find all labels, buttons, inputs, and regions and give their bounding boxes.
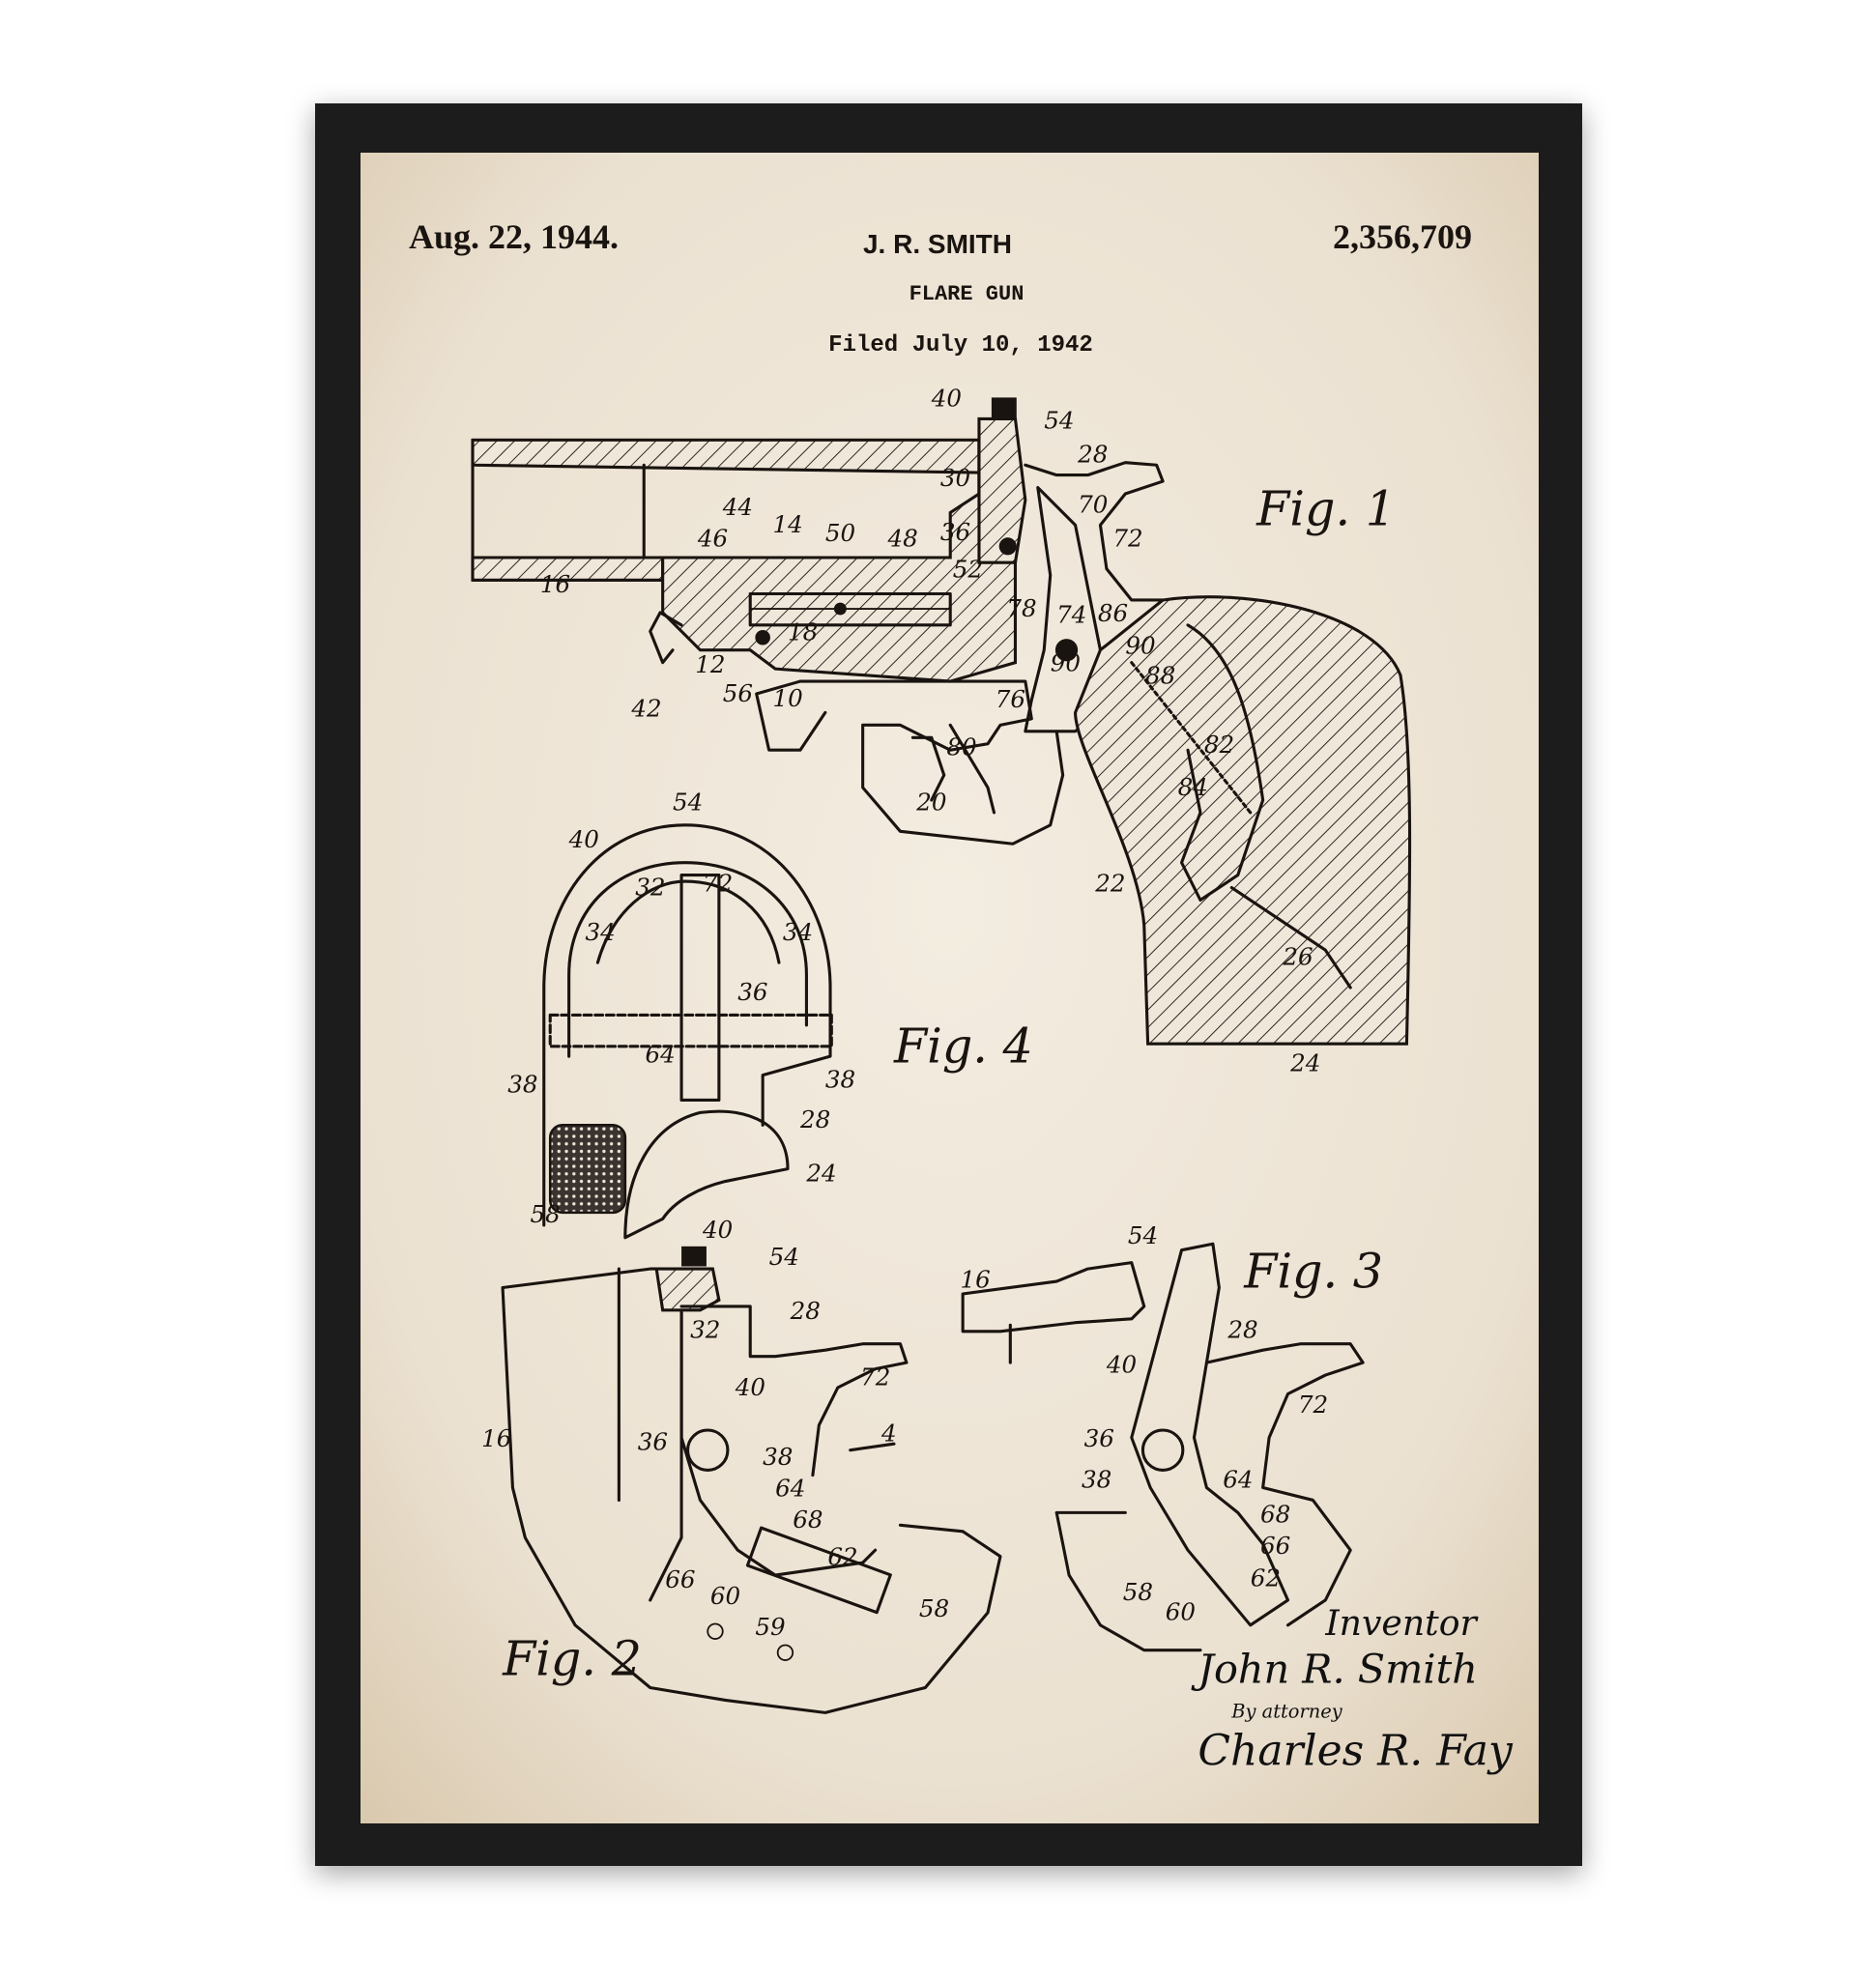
- fig1-reference-numeral: 14: [773, 510, 803, 538]
- fig2-reference-numeral: 36: [638, 1428, 668, 1456]
- fig1-reference-numeral: 54: [1044, 407, 1074, 435]
- patent-title: FLARE GUN: [909, 282, 1025, 306]
- fig1-reference-numeral: 28: [1077, 441, 1108, 469]
- fig1-reference-numeral: 80: [946, 732, 976, 760]
- fig4-reference-numeral: 38: [507, 1071, 537, 1099]
- fig2-reference-numeral: 54: [769, 1243, 799, 1271]
- fig4-reference-numeral: 36: [737, 978, 767, 1006]
- fig4-reference-numeral: 34: [783, 918, 813, 946]
- fig2-reference-numeral: 72: [860, 1362, 890, 1391]
- fig2-reference-numeral: 64: [775, 1475, 805, 1503]
- fig2-reference-numeral: 68: [793, 1506, 823, 1534]
- fig3-reference-numeral: 54: [1128, 1221, 1158, 1249]
- fig1-reference-numeral: 42: [630, 694, 661, 722]
- figure-1-flare-gun-section: Fig. 1: [471, 397, 1412, 1046]
- fig2-reference-numeral: 40: [735, 1373, 765, 1401]
- fig3-reference-numeral: 28: [1227, 1315, 1257, 1343]
- figure-3-title: Fig. 3: [1243, 1244, 1383, 1300]
- figure-2-title: Fig. 2: [502, 1631, 642, 1687]
- fig2-reference-numeral: 38: [763, 1443, 793, 1471]
- fig3-reference-numeral: 16: [961, 1266, 991, 1294]
- by-attorney-label: By attorney: [1230, 1701, 1342, 1723]
- fig1-reference-numeral: 74: [1056, 600, 1086, 628]
- fig2-reference-numeral: 66: [665, 1565, 695, 1593]
- figure-1-title: Fig. 1: [1255, 480, 1396, 536]
- fig4-reference-numeral: 34: [585, 918, 615, 946]
- fig1-reference-numeral: 18: [788, 617, 818, 645]
- fig1-reference-numeral: 90: [1125, 632, 1155, 660]
- fig1-reference-numeral: 82: [1204, 731, 1234, 759]
- attorney-signature: Charles R. Fay: [1198, 1727, 1514, 1776]
- fig1-reference-numeral: 90: [1051, 649, 1081, 677]
- signature-block: Inventor John R. Smith By attorney Charl…: [1191, 1602, 1514, 1776]
- fig3-reference-numeral: 68: [1260, 1501, 1290, 1529]
- fig2-reference-numeral: 60: [710, 1582, 740, 1610]
- fig3-reference-numeral: 58: [1123, 1578, 1153, 1606]
- fig2-reference-numeral: 62: [827, 1543, 857, 1571]
- fig1-reference-numeral: 78: [1006, 594, 1036, 622]
- fig2-reference-numeral: 40: [702, 1216, 733, 1244]
- fig2-reference-numeral: 16: [481, 1424, 511, 1452]
- fig3-reference-numeral: 38: [1082, 1466, 1111, 1494]
- fig1-reference-numeral: 26: [1282, 943, 1313, 971]
- fig4-reference-numeral: 64: [646, 1041, 676, 1069]
- fig4-reference-numeral: 54: [673, 788, 703, 816]
- fig1-reference-numeral: 84: [1178, 773, 1208, 801]
- fig1-reference-numeral: 40: [931, 384, 962, 412]
- figure-2-detail: Fig. 2: [501, 1246, 1002, 1714]
- fig1-reference-numeral: 30: [940, 464, 970, 492]
- inventor-label: Inventor: [1324, 1602, 1479, 1644]
- figure-4-title: Fig. 4: [893, 1018, 1033, 1075]
- filed-date: Filed July 10, 1942: [828, 332, 1093, 359]
- inventor-signature: John R. Smith: [1191, 1646, 1477, 1692]
- fig2-reference-numeral: 59: [755, 1613, 785, 1641]
- fig3-reference-numeral: 40: [1106, 1350, 1137, 1378]
- fig4-reference-numeral: 38: [825, 1066, 855, 1094]
- figure-4-end-view: Fig. 4: [542, 823, 1033, 1240]
- fig3-reference-numeral: 62: [1251, 1564, 1281, 1592]
- patent-number: 2,356,709: [1333, 217, 1472, 256]
- fig1-reference-numeral: 16: [540, 570, 570, 598]
- fig4-reference-numeral: 58: [531, 1200, 561, 1228]
- fig4-reference-numeral: 72: [703, 869, 733, 897]
- fig3-reference-numeral: 66: [1260, 1532, 1290, 1560]
- fig1-reference-numeral: 44: [722, 493, 753, 521]
- fig1-reference-numeral: 24: [1289, 1049, 1320, 1077]
- fig4-reference-numeral: 32: [635, 873, 665, 901]
- fig4-reference-numeral: 24: [805, 1160, 836, 1188]
- fig2-reference-numeral: 58: [919, 1594, 949, 1622]
- fig1-reference-numeral: 46: [697, 524, 728, 552]
- fig1-reference-numeral: 50: [825, 519, 855, 547]
- figure-3-detail: Fig. 3: [961, 1242, 1383, 1652]
- inventor-name: J. R. SMITH: [863, 229, 1012, 259]
- fig1-reference-numeral: 76: [996, 685, 1025, 713]
- fig1-reference-numeral: 48: [887, 524, 918, 552]
- fig2-reference-numeral: 32: [690, 1315, 720, 1343]
- fig1-reference-numeral: 86: [1098, 599, 1128, 627]
- fig3-reference-numeral: 64: [1223, 1466, 1253, 1494]
- fig1-reference-numeral: 72: [1112, 524, 1142, 552]
- patent-date: Aug. 22, 1944.: [409, 217, 619, 256]
- fig1-reference-numeral: 12: [695, 650, 725, 678]
- fig1-reference-numeral: 52: [953, 556, 983, 584]
- fig3-reference-numeral: 60: [1166, 1598, 1196, 1626]
- fig1-reference-numeral: 88: [1145, 662, 1175, 690]
- fig1-reference-numeral: 56: [723, 679, 753, 707]
- fig1-reference-numeral: 20: [915, 788, 946, 816]
- fig4-reference-numeral: 40: [568, 825, 599, 853]
- fig4-reference-numeral: 28: [799, 1105, 830, 1133]
- fig3-reference-numeral: 72: [1298, 1391, 1328, 1419]
- fig2-reference-numeral: 4: [880, 1420, 897, 1448]
- fig2-reference-numeral: 28: [790, 1297, 821, 1325]
- fig1-reference-numeral: 36: [940, 518, 970, 546]
- fig1-reference-numeral: 10: [773, 684, 803, 712]
- fig3-reference-numeral: 36: [1084, 1424, 1114, 1452]
- fig1-reference-numeral: 70: [1078, 490, 1108, 518]
- fig1-reference-numeral: 22: [1094, 869, 1125, 897]
